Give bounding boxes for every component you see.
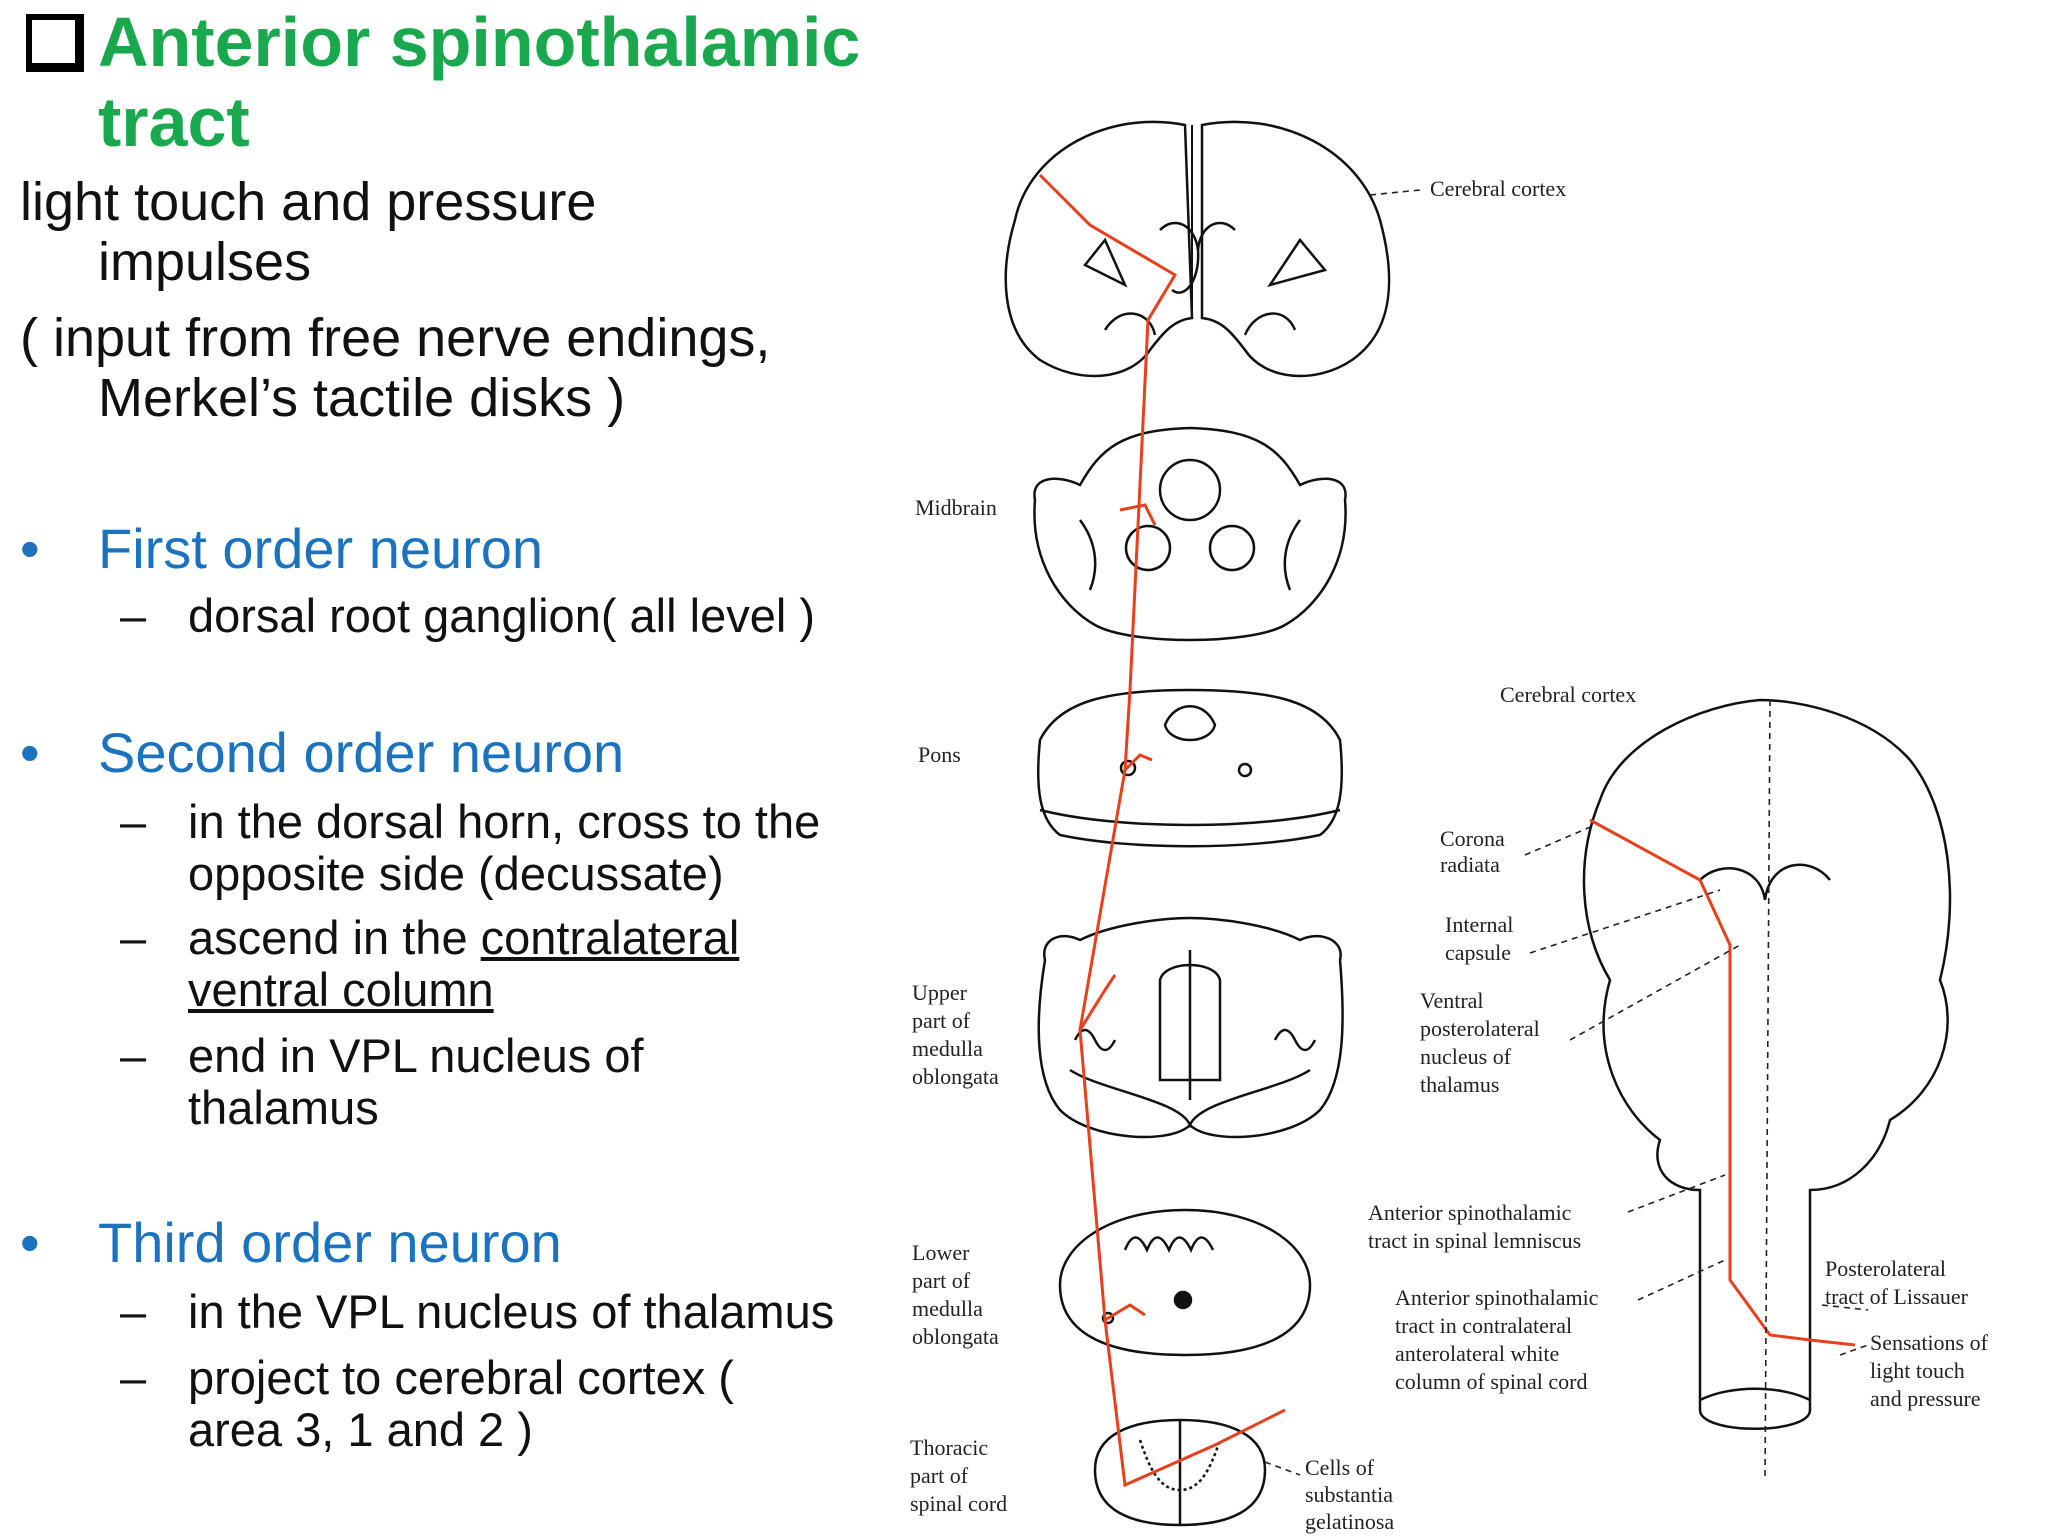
label-internal-capsule: Internal capsule bbox=[1445, 912, 1513, 965]
label-pons: Pons bbox=[918, 742, 961, 767]
label-line: Sensations of bbox=[1870, 1330, 1989, 1355]
dash-icon: – bbox=[120, 911, 147, 964]
label-line: Posterolateral bbox=[1825, 1256, 1946, 1281]
sub-item-line-1: project to cerebral cortex ( bbox=[188, 1351, 734, 1404]
bullet-dot-icon: • bbox=[20, 1211, 40, 1274]
label-line: tract in spinal lemniscus bbox=[1368, 1228, 1581, 1253]
square-checkbox-icon bbox=[26, 14, 84, 72]
label-line: part of bbox=[910, 1463, 969, 1488]
upper-medulla-section bbox=[1037, 916, 1344, 1139]
bullet-dot-icon: • bbox=[20, 517, 40, 580]
lower-medulla-section bbox=[1058, 1208, 1312, 1357]
underlined-term: contralateral bbox=[480, 911, 740, 964]
bullet-label: First order neuron bbox=[98, 517, 544, 580]
dash-icon: – bbox=[120, 1029, 147, 1082]
spinothalamic-diagram: Cerebral cortex Midbrain Pons Upper part… bbox=[910, 120, 1989, 1534]
label-sensations: Sensations of light touch and pressure bbox=[1870, 1330, 1989, 1411]
pons-section bbox=[1036, 688, 1344, 848]
intro-line-3: ( input from free nerve endings, bbox=[20, 308, 771, 368]
label-ast-lemniscus: Anterior spinothalamic tract in spinal l… bbox=[1368, 1200, 1581, 1253]
label-line: Cells of bbox=[1305, 1455, 1375, 1480]
label-line: Internal bbox=[1445, 912, 1513, 937]
intro-line-1: light touch and pressure bbox=[20, 172, 597, 232]
label-line: gelatinosa bbox=[1305, 1509, 1394, 1534]
label-line: spinal cord bbox=[910, 1491, 1007, 1516]
sub-item: – in the VPL nucleus of thalamus bbox=[120, 1286, 880, 1338]
underlined-term: ventral column bbox=[188, 963, 494, 1016]
bullet-label: Second order neuron bbox=[98, 721, 625, 784]
label-cerebral-cortex-left: Cerebral cortex bbox=[1430, 176, 1566, 201]
intro-line-4: Merkel’s tactile disks ) bbox=[98, 368, 626, 428]
title-line-1: Anterior spinothalamic bbox=[98, 3, 861, 81]
sub-item-text: in the VPL nucleus of thalamus bbox=[188, 1285, 835, 1338]
label-line: part of bbox=[912, 1268, 971, 1293]
thoracic-cord-section bbox=[1093, 1418, 1267, 1527]
label-cerebral-cortex-right: Cerebral cortex bbox=[1500, 682, 1636, 707]
title-line-2: tract bbox=[98, 83, 250, 161]
intro-paragraph-1: light touch and pressure impulses bbox=[20, 172, 596, 292]
brain-brainstem-outline bbox=[1582, 698, 1952, 1430]
sub-item: – end in VPL nucleus of thalamus bbox=[120, 1030, 880, 1134]
label-line: substantia bbox=[1305, 1482, 1393, 1507]
label-substantia-gelatinosa: Cells of substantia gelatinosa bbox=[1305, 1455, 1394, 1534]
bullet-label: Third order neuron bbox=[98, 1211, 562, 1274]
sub-item-text: dorsal root ganglion( all level ) bbox=[188, 589, 815, 642]
label-line: part of bbox=[912, 1008, 971, 1033]
label-line: and pressure bbox=[1870, 1386, 1981, 1411]
label-line: Lower bbox=[912, 1240, 970, 1265]
label-line: oblongata bbox=[912, 1064, 999, 1089]
sub-item-line-2: opposite side (decussate) bbox=[188, 847, 724, 900]
sub-item-prefix: ascend in the bbox=[188, 911, 481, 964]
pathway-lines bbox=[1038, 173, 1856, 1488]
sub-item-line-2: area 3, 1 and 2 ) bbox=[188, 1403, 533, 1456]
label-line: light touch bbox=[1870, 1358, 1965, 1383]
slide-title: Anterior spinothalamic tract bbox=[98, 2, 888, 162]
label-upper-medulla: Upper part of medulla oblongata bbox=[912, 980, 999, 1089]
label-tract-of-lissauer: Posterolateral tract of Lissauer bbox=[1825, 1256, 1969, 1309]
label-line: thalamus bbox=[1420, 1072, 1499, 1097]
leader-lines bbox=[1264, 189, 1869, 1481]
label-line: posterolateral bbox=[1420, 1016, 1540, 1041]
dash-icon: – bbox=[120, 1285, 147, 1338]
dash-icon: – bbox=[120, 589, 147, 642]
sub-item: – in the dorsal horn, cross to the oppos… bbox=[120, 796, 880, 900]
sub-item-line-1: ascend in the contralateral bbox=[120, 912, 880, 964]
label-thoracic-cord: Thoracic part of spinal cord bbox=[910, 1435, 1007, 1516]
label-line: medulla bbox=[912, 1296, 983, 1321]
label-line: Corona bbox=[1440, 826, 1505, 851]
midbrain-section bbox=[1033, 426, 1347, 642]
label-line: nucleus of bbox=[1420, 1044, 1512, 1069]
label-line: oblongata bbox=[912, 1324, 999, 1349]
sub-item-line-2: thalamus bbox=[188, 1081, 379, 1134]
label-line: anterolateral white bbox=[1395, 1341, 1559, 1366]
label-line: Thoracic bbox=[910, 1435, 988, 1460]
label-line: Ventral bbox=[1420, 988, 1484, 1013]
sub-item: – ascend in the contralateral ventral co… bbox=[120, 912, 880, 1016]
label-line: capsule bbox=[1445, 940, 1511, 965]
label-lower-medulla: Lower part of medulla oblongata bbox=[912, 1240, 999, 1349]
sub-item-line-1: end in VPL nucleus of bbox=[188, 1029, 644, 1082]
sub-item: – project to cerebral cortex ( area 3, 1… bbox=[120, 1352, 880, 1456]
label-ast-contralateral: Anterior spinothalamic tract in contrala… bbox=[1395, 1285, 1599, 1394]
label-line: tract in contralateral bbox=[1395, 1313, 1572, 1338]
sub-item-line-1: in the dorsal horn, cross to the bbox=[188, 795, 821, 848]
brain-coronal-section bbox=[1004, 120, 1391, 378]
label-corona-radiata: Corona radiata bbox=[1440, 826, 1505, 877]
label-line: Anterior spinothalamic bbox=[1395, 1285, 1599, 1310]
label-vpl-nucleus: Ventral posterolateral nucleus of thalam… bbox=[1420, 988, 1540, 1097]
dash-icon: – bbox=[120, 1351, 147, 1404]
intro-line-2: impulses bbox=[98, 232, 312, 292]
label-line: Upper bbox=[912, 980, 968, 1005]
dash-icon: – bbox=[120, 795, 147, 848]
label-line: medulla bbox=[912, 1036, 983, 1061]
intro-paragraph-2: ( input from free nerve endings, Merkel’… bbox=[20, 308, 770, 428]
bullet-dot-icon: • bbox=[20, 721, 40, 784]
label-line: tract of Lissauer bbox=[1825, 1284, 1969, 1309]
sub-item: – dorsal root ganglion( all level ) bbox=[120, 590, 880, 642]
label-midbrain: Midbrain bbox=[915, 495, 997, 520]
label-line: radiata bbox=[1440, 852, 1500, 877]
label-line: column of spinal cord bbox=[1395, 1369, 1587, 1394]
label-line: Anterior spinothalamic bbox=[1368, 1200, 1572, 1225]
sub-item-line-2: ventral column bbox=[120, 964, 880, 1016]
